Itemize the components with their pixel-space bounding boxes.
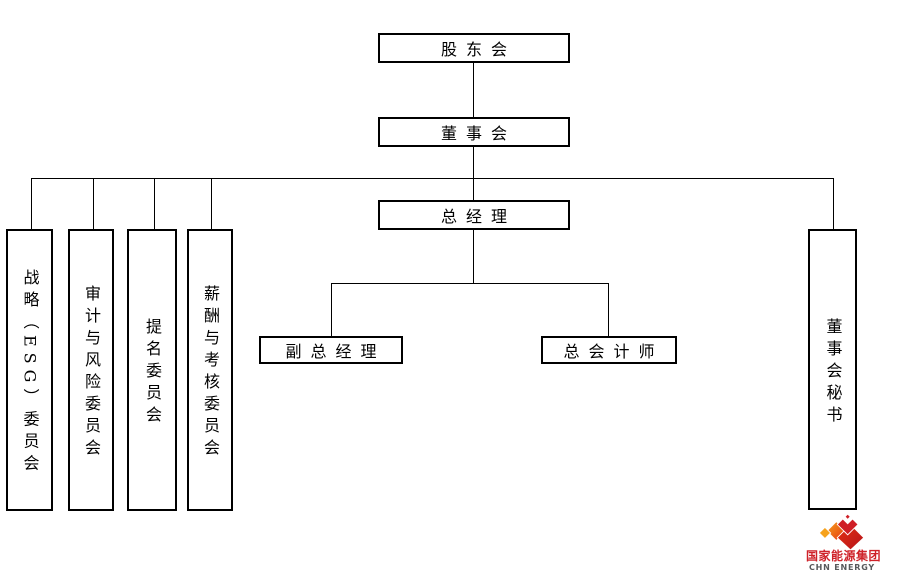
connector-drop-nomination	[154, 178, 155, 229]
node-remuneration-assessment-committee: 薪酬与考核委员会	[187, 229, 233, 511]
connector-board-gm	[473, 147, 474, 200]
connector-drop-chief-accountant	[608, 283, 609, 336]
node-nomination-committee: 提名委员会	[127, 229, 177, 511]
node-label: 薪酬与考核委员会	[201, 285, 220, 461]
connector-drop-remuneration	[211, 178, 212, 229]
connector-drop-audit	[93, 178, 94, 229]
connector-drop-strategy	[31, 178, 32, 229]
logo-name-en: CHN ENERGY	[808, 563, 875, 573]
node-chief-accountant: 总会计师	[541, 336, 677, 364]
node-label: 提名委员会	[143, 318, 162, 428]
node-label: 董事会秘书	[823, 317, 843, 428]
connector-board-committees-bus	[31, 178, 834, 179]
node-board-secretary: 董事会秘书	[808, 229, 857, 510]
connector-gm-branch-bus	[331, 283, 608, 284]
node-shareholders-meeting: 股东会	[378, 33, 570, 63]
node-label: 董事会	[440, 124, 516, 143]
connector-shareholders-board	[473, 63, 474, 117]
node-strategy-esg-committee: 战略（ESG）委员会	[6, 229, 53, 511]
chn-energy-logo-icon	[818, 514, 865, 550]
connector-gm-down	[473, 230, 474, 283]
node-audit-risk-committee: 审计与风险委员会	[68, 229, 114, 511]
node-label: 审计与风险委员会	[82, 285, 101, 461]
node-deputy-general-manager: 副总经理	[259, 336, 403, 364]
logo-name-cn: 国家能源集团	[806, 549, 882, 563]
node-board-of-directors: 董事会	[378, 117, 570, 147]
node-label: 总经理	[440, 207, 516, 226]
node-label: 总会计师	[563, 342, 664, 361]
node-general-manager: 总经理	[378, 200, 570, 230]
chn-energy-logo: 国家能源集团 CHN ENERGY	[806, 514, 882, 573]
connector-drop-secretary	[833, 178, 834, 229]
node-label: 股东会	[440, 40, 516, 59]
connector-drop-deputy-gm	[331, 283, 332, 336]
node-label: 副总经理	[285, 342, 386, 361]
node-label: 战略（ESG）委员会	[20, 269, 40, 477]
